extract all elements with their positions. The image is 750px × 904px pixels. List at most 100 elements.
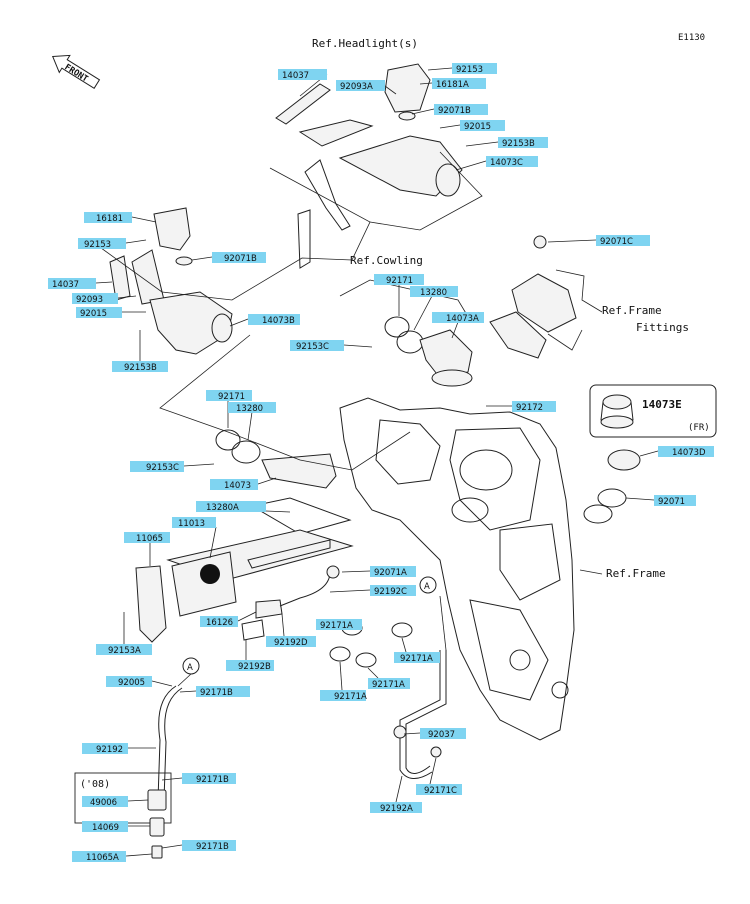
svg-text:92171: 92171 (386, 276, 413, 286)
label-21: 92153C (290, 340, 373, 352)
ref-frame-fittings-2: Fittings (636, 321, 689, 334)
svg-text:92171A: 92171A (334, 692, 367, 702)
label-45: 92171B (161, 773, 236, 785)
svg-text:(FR): (FR) (688, 423, 710, 433)
svg-text:92153B: 92153B (502, 139, 535, 149)
svg-text:14073B: 14073B (262, 316, 295, 326)
label-33: 92192C (329, 585, 416, 597)
svg-text:92071: 92071 (658, 497, 685, 507)
svg-text:92171A: 92171A (400, 654, 433, 664)
marker-a-2: A (419, 576, 437, 594)
svg-text:11065: 11065 (136, 534, 163, 544)
svg-text:92192A: 92192A (380, 804, 413, 814)
svg-text:14073C: 14073C (490, 158, 523, 168)
label-18: 92171 (374, 274, 424, 316)
label-13: 92093 (72, 293, 137, 305)
label-8: 14073C (455, 156, 538, 171)
label-50: 92037 (403, 728, 466, 740)
svg-text:92093: 92093 (76, 295, 103, 305)
svg-text:49006: 49006 (90, 798, 117, 808)
svg-text:14073A: 14073A (446, 314, 479, 324)
label-49: 11065A (72, 851, 153, 863)
svg-text:14037: 14037 (52, 280, 79, 290)
svg-text:92071A: 92071A (374, 568, 407, 578)
label-12: 14037 (48, 278, 113, 290)
svg-text:92071C: 92071C (600, 237, 633, 247)
label-11: 92071B (191, 252, 266, 264)
svg-text:14073D: 14073D (672, 448, 706, 458)
label-17: 92071C (547, 235, 650, 247)
svg-text:92037: 92037 (428, 730, 455, 740)
svg-text:14073E: 14073E (642, 398, 682, 411)
ref-headlights: Ref.Headlight(s) (312, 37, 418, 50)
svg-text:16181A: 16181A (436, 80, 469, 90)
label-41: 92192B (226, 640, 274, 672)
label-19: 13280 (410, 286, 458, 331)
label-32: 92071A (341, 566, 416, 578)
svg-text:92153C: 92153C (296, 342, 329, 352)
svg-text:92171B: 92171B (200, 688, 233, 698)
svg-text:14069: 14069 (92, 823, 119, 833)
svg-text:92153B: 92153B (124, 363, 157, 373)
label-6: 92015 (439, 120, 505, 132)
label-42: 92005 (106, 676, 173, 688)
svg-text:16126: 16126 (206, 618, 233, 628)
svg-text:92153: 92153 (456, 65, 483, 75)
label-26: 92172 (486, 401, 556, 413)
label-7: 92153B (465, 137, 548, 149)
svg-text:92171C: 92171C (424, 786, 457, 796)
label-30: 11013 (172, 517, 217, 559)
svg-text:92172: 92172 (516, 403, 543, 413)
label-28: 92071 (625, 495, 696, 507)
svg-text:92153A: 92153A (108, 646, 141, 656)
svg-text:92071B: 92071B (224, 254, 257, 264)
ref-frame: Ref.Frame (606, 567, 666, 580)
label-25: 14073 (210, 477, 277, 491)
label-35: 92192D (266, 613, 316, 648)
svg-text:13280: 13280 (236, 404, 263, 414)
label-1: 14037 (278, 69, 328, 97)
svg-text:92192: 92192 (96, 745, 123, 755)
label-20: 14073A (432, 312, 484, 339)
svg-text:92153: 92153 (84, 240, 111, 250)
inset-14073e: 14073E (FR) (589, 384, 717, 438)
svg-text:92171: 92171 (218, 392, 245, 402)
svg-text:92192D: 92192D (274, 638, 308, 648)
svg-text:92171A: 92171A (372, 680, 405, 690)
label-37: 92171A (394, 637, 440, 664)
label-51: 92171C (416, 757, 462, 796)
parts-line-art (89, 63, 641, 859)
svg-text:92192B: 92192B (238, 662, 271, 672)
ref-cowling: Ref.Cowling (350, 254, 423, 267)
svg-text:92192C: 92192C (374, 587, 407, 597)
label-43: 92171B (179, 686, 250, 698)
label-16: 92153B (112, 330, 168, 373)
svg-text:A: A (424, 582, 430, 592)
label-40: 92153A (96, 612, 152, 656)
label-52: 92192A (370, 775, 422, 814)
svg-text:92015: 92015 (464, 122, 491, 132)
label-48: 92171B (161, 840, 236, 852)
diagram-code: E1130 (678, 33, 705, 43)
label-4: 16181A (419, 78, 486, 90)
svg-text:92171B: 92171B (196, 842, 229, 852)
svg-text:16181: 16181 (96, 214, 123, 224)
label-38: 92171A (367, 667, 410, 690)
label-23: 13280 (228, 402, 276, 441)
label-24: 92153C (130, 461, 215, 473)
svg-text:11065A: 11065A (86, 853, 119, 863)
label-47: 14069 (82, 821, 150, 833)
svg-text:14037: 14037 (282, 71, 309, 81)
label-31: 11065 (124, 532, 170, 566)
svg-text:92005: 92005 (118, 678, 145, 688)
label-2: 92093A (336, 80, 397, 95)
label-36: 92171A (316, 619, 363, 631)
svg-text:92093A: 92093A (340, 82, 373, 92)
svg-text:92153C: 92153C (146, 463, 179, 473)
label-44: 92192 (82, 743, 156, 755)
year-note: ('08) (80, 779, 110, 790)
label-9: 16181 (84, 212, 157, 224)
svg-text:A: A (187, 663, 193, 673)
svg-text:13280: 13280 (420, 288, 447, 298)
svg-text:92015: 92015 (80, 309, 107, 319)
